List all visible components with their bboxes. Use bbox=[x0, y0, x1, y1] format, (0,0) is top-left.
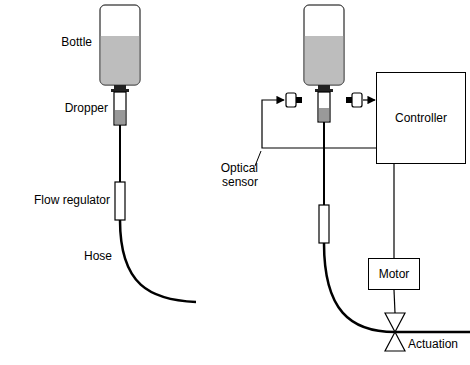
part-label: Optical sensor bbox=[210, 162, 258, 190]
part-label: Hose bbox=[84, 250, 112, 264]
left-bottle bbox=[100, 5, 196, 302]
node-text: Controller bbox=[395, 111, 447, 125]
motor-box: Motor bbox=[368, 258, 420, 290]
optical-sensor bbox=[255, 93, 376, 166]
connector-line bbox=[393, 164, 394, 258]
part-label: Dropper bbox=[65, 102, 108, 116]
right-bottle bbox=[304, 5, 470, 332]
node-text: Motor bbox=[379, 267, 410, 281]
actuation-valve bbox=[385, 290, 405, 351]
part-label: Actuation bbox=[408, 338, 458, 352]
controller-box: Controller bbox=[376, 72, 466, 164]
part-label: Flow regulator bbox=[34, 194, 110, 208]
part-label: Bottle bbox=[61, 36, 92, 50]
